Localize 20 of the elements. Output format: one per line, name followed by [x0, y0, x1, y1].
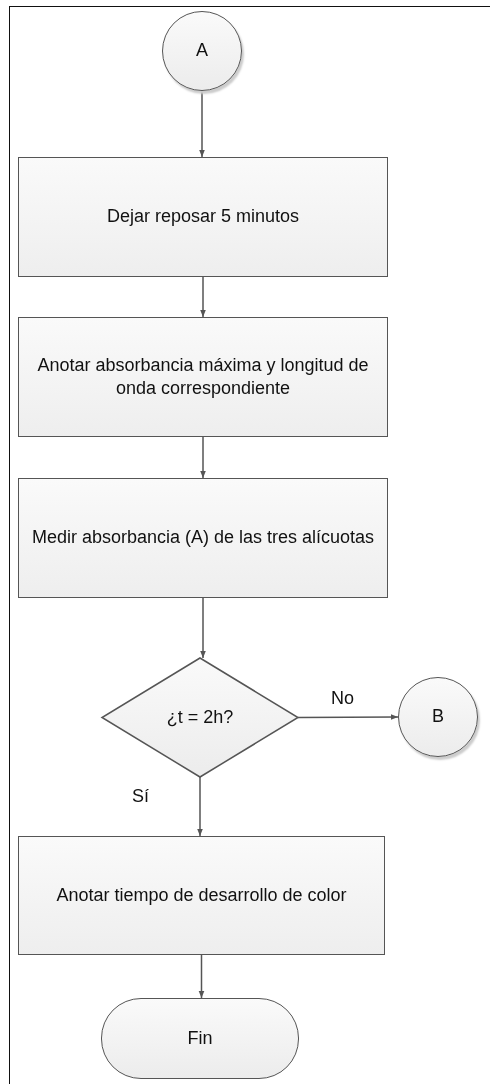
node-text: Anotar tiempo de desarrollo de color	[56, 883, 347, 907]
node-text: Anotar absorbancia máxima y longitud de onda correspondiente	[36, 353, 370, 400]
decision-diamond	[102, 658, 298, 777]
process-box	[18, 317, 388, 437]
arrow	[197, 776, 203, 837]
arrow	[200, 436, 206, 479]
node-text: A	[196, 39, 208, 63]
node-text: B	[432, 705, 444, 729]
node-text: Fin	[187, 1026, 213, 1050]
arrow	[297, 714, 399, 720]
process-box	[18, 157, 388, 277]
process-box	[18, 478, 388, 598]
node-text: ¿t = 2h?	[166, 705, 234, 729]
node-text: Dejar reposar 5 minutos	[106, 205, 300, 229]
node-text: Medir absorbancia (A) de las tres alícuotas	[31, 526, 375, 550]
arrow	[200, 276, 206, 318]
arrow	[198, 954, 205, 999]
arrow	[200, 597, 206, 659]
process-box	[18, 836, 385, 955]
arrow	[199, 90, 205, 158]
